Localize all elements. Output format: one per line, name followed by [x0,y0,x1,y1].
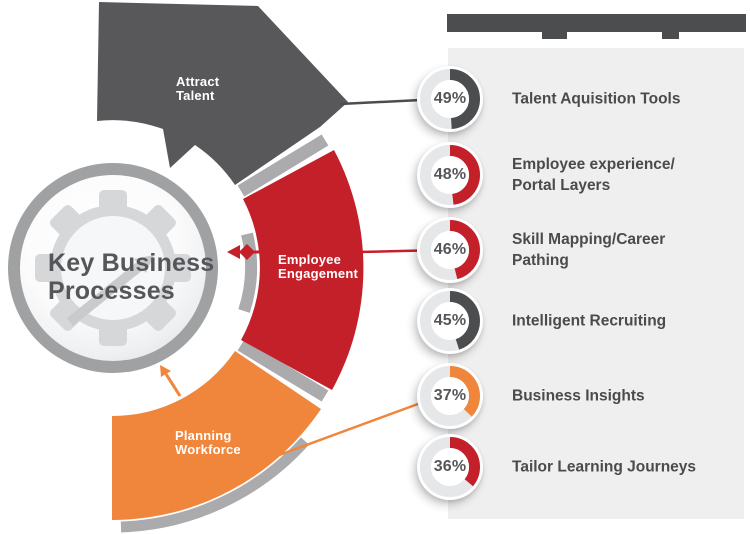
donut-chart: 45% [417,288,483,354]
metric-label-line1: Talent Aquisition Tools [512,90,681,108]
hub-title: Key Business Processes [48,249,214,305]
donut-value: 37% [433,387,467,404]
segment-label-attract-talent: Attract Talent [176,75,219,103]
donut-chart: 48% [417,142,483,208]
donut-value: 48% [433,166,467,183]
hub-pointer-arrowhead-orange [160,365,171,377]
donut-value: 45% [433,312,467,329]
segment-label-line1: Attract [176,74,220,89]
hub-title-line2: Processes [48,277,175,305]
metric-label-line1: Tailor Learning Journeys [512,458,697,476]
donut-value: 36% [433,458,467,475]
segment-label-planning-workforce: Planning Workforce [175,429,241,457]
metric-label-line2: Portal Layers [512,177,611,194]
donut-chart: 36% [417,434,483,500]
connector-line-planning [262,395,438,463]
segment-label-employee-engagement: Employee Engagement [278,253,358,281]
metric-label-line1: Intelligent Recruiting [512,312,667,330]
ring-shadow-inner-arc [238,232,257,313]
segment-separator-bottom [237,339,329,402]
segment-separator-top [237,134,329,197]
gear-arrow-icon [134,255,154,273]
hub-title-line1: Key Business [48,249,215,277]
metric-label: Tailor Learning Journeys [512,457,696,478]
segment-employee-engagement [241,150,364,390]
segment-label-line2: Engagement [278,266,359,281]
panel-hanger-tab [662,32,679,39]
metric-label-line2: Pathing [512,252,569,269]
segment-label-line1: Employee [278,252,342,267]
panel-hanger-tab [542,32,567,39]
donut-chart: 49% [417,66,483,132]
segment-attract-talent [97,2,348,185]
metrics-panel [448,48,744,519]
segment-label-line2: Workforce [175,442,241,457]
donut-value: 46% [433,241,467,258]
gear-icon [35,190,191,346]
metric-label-line1: Employee experience/ [512,156,675,173]
segment-label-line2: Talent [176,88,215,103]
panel-header-bar [447,14,746,32]
metric-label-line1: Business Insights [512,387,645,405]
segment-planning-workforce [112,351,321,521]
hub-pointer-arrowhead-red [227,245,240,259]
metric-label: Skill Mapping/Career Pathing [512,229,665,271]
metric-label: Talent Aquisition Tools [512,89,680,110]
metric-label: Employee experience/ Portal Layers [512,154,675,196]
hub-pointer-line-orange [164,373,182,397]
metric-label: Intelligent Recruiting [512,311,666,332]
ring-shadow-bottom-arc [120,437,310,533]
donut-chart: 37% [417,363,483,429]
metric-label-line1: Skill Mapping/Career [512,231,666,248]
hub-pointer-diamond-red [239,244,255,260]
segment-label-line1: Planning [175,428,232,443]
metric-label: Business Insights [512,386,645,407]
donut-value: 49% [433,90,467,107]
donut-chart: 46% [417,217,483,283]
